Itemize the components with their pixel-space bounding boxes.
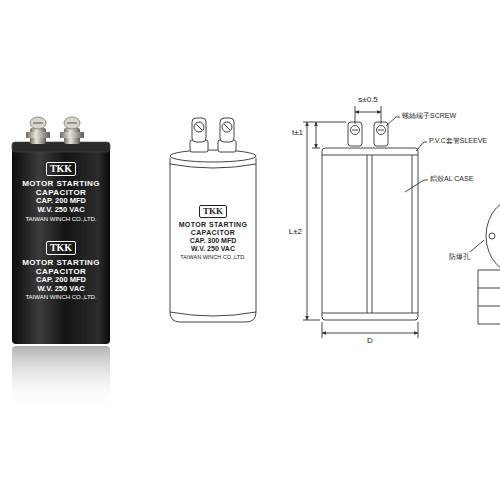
dimension-line (322, 333, 418, 334)
dimension-label: s±0.5 (357, 96, 379, 105)
leader-line (405, 180, 428, 192)
brand-logo: TKK (199, 205, 227, 218)
leader-line (416, 142, 427, 151)
reflection (12, 346, 110, 408)
sleeve-edge (412, 155, 413, 313)
label-text: W.V. 250 VAC (17, 285, 105, 294)
leader-line (386, 117, 400, 126)
screw-head (377, 126, 386, 135)
text-row: W.V. 250 VAC (175, 245, 251, 253)
text-row: TAIWAN WINCH CO.,LTD. (17, 294, 105, 301)
label-text: MOTOR STARTING CAPACITOR (17, 258, 105, 276)
dimension-label: t±1 (291, 129, 304, 138)
text-row: CAP. 200 MFD (17, 197, 105, 206)
text-row: W.V. 250 VAC (17, 285, 105, 294)
capacitor-body (12, 146, 110, 344)
label-text: MOTOR STARTING CAPACITOR (17, 179, 105, 197)
screw-head (351, 126, 360, 135)
rim-line (170, 164, 256, 168)
bottom-view (486, 196, 500, 276)
callout-label: 鋁殼AL CASE (429, 175, 474, 183)
text-row: TAIWAN WINCH CO.,LTD. (17, 216, 105, 223)
sleeve-seam (372, 155, 373, 313)
callout-label: P.V.C套管SLEEVE (428, 137, 488, 145)
extension-line (322, 322, 323, 338)
rim-line (322, 155, 418, 156)
rim-line (170, 312, 256, 316)
table-line (478, 270, 479, 324)
brand-logo: TKK (46, 241, 76, 255)
text-row: TKK (17, 237, 105, 258)
screw-head (222, 122, 232, 132)
rim-line (322, 313, 418, 314)
terminal-lug (220, 118, 234, 142)
capacitor-label: TKK MOTOR STARTING CAPACITORCAP. 300 MFDW… (172, 198, 254, 262)
extension-line (303, 122, 346, 123)
screw-slot (33, 122, 43, 123)
label-text: TAIWAN WINCH CO.,LTD. (17, 294, 105, 301)
screw-head (194, 122, 204, 132)
extension-line (355, 106, 356, 124)
screw-slot (352, 130, 358, 131)
brand-logo: TKK (46, 162, 76, 176)
text-row: TKK (17, 158, 105, 179)
screw-slot (196, 124, 202, 130)
screw-head (64, 117, 80, 129)
capacitor-drawing (170, 118, 256, 322)
dimension-label: L±2 (288, 228, 303, 237)
vent-hole (489, 233, 495, 239)
capacitor-label: TKKMOTOR STARTING CAPACITORCAP. 200 MFDW… (14, 156, 108, 303)
text-row: CAP. 300 MFD (175, 237, 251, 245)
text-row: MOTOR STARTING CAPACITOR (175, 221, 251, 237)
text-row: W.V. 250 VAC (17, 206, 105, 215)
capacitor-top (170, 150, 256, 162)
terminal-lug (60, 132, 84, 138)
label-text: W.V. 250 VAC (17, 206, 105, 215)
dimension-label: D (366, 337, 374, 346)
table-line (478, 270, 500, 271)
callout-label: 螺絲端子SCREW (401, 112, 457, 120)
text-row: TAIWAN WINCH CO.,LTD. (175, 254, 251, 260)
screw-slot (224, 124, 230, 130)
al-case (322, 148, 418, 320)
leader-line (470, 240, 484, 252)
label-text: W.V. 250 VAC (175, 245, 251, 253)
dimension-line (307, 122, 308, 320)
screw-slot (378, 130, 384, 131)
screw-slot (67, 122, 77, 123)
terminal-lug (348, 122, 362, 146)
label-text: MOTOR STARTING CAPACITOR (175, 221, 251, 237)
extension-line (381, 106, 382, 124)
screw-head (30, 117, 46, 129)
label-text: CAP. 200 MFD (17, 197, 105, 206)
text-row: MOTOR STARTING CAPACITOR (17, 258, 105, 276)
extension-line (418, 322, 419, 338)
capacitor-photo (12, 117, 110, 408)
text-row: TKK (175, 200, 251, 221)
text-row: CAP. 200 MFD (17, 276, 105, 285)
label-text: TAIWAN WINCH CO.,LTD. (175, 254, 251, 260)
dimension-drawing (303, 106, 500, 338)
text-row: MOTOR STARTING CAPACITOR (17, 179, 105, 197)
label-text: TAIWAN WINCH CO.,LTD. (17, 216, 105, 223)
terminal-lug (192, 118, 206, 142)
table-line (478, 306, 500, 307)
capacitor-outline (170, 158, 256, 322)
extension-line (303, 320, 320, 321)
capacitor-rim (12, 142, 110, 152)
callout-label: 防爆孔 (448, 253, 471, 261)
dimension-line (355, 112, 381, 113)
label-text: CAP. 300 MFD (175, 237, 251, 245)
dimension-line (316, 122, 317, 148)
terminal-lug (26, 132, 50, 138)
table-line (478, 288, 500, 289)
table-line (478, 324, 500, 325)
sleeve-seam (367, 155, 368, 313)
label-text: CAP. 200 MFD (17, 276, 105, 285)
